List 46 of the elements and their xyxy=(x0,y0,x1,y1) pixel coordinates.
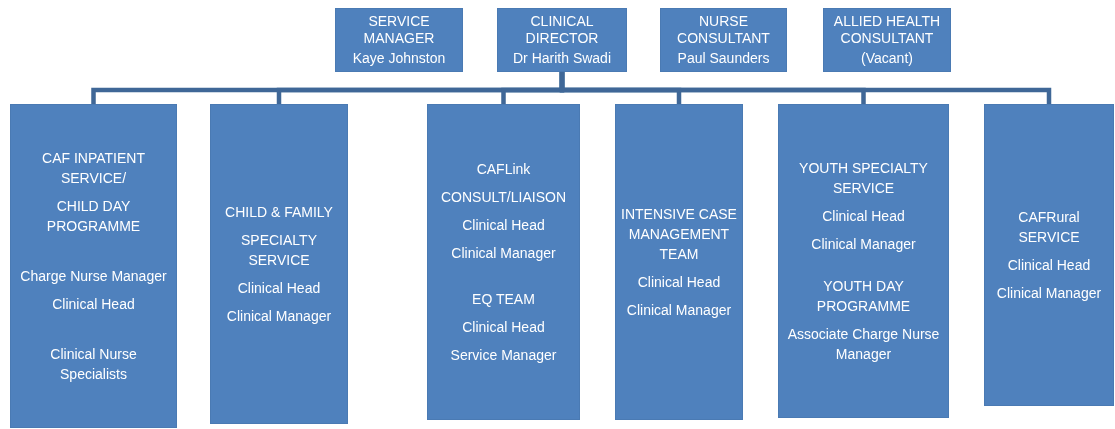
box-text: YOUTH SPECIALTY SERVICE xyxy=(798,159,929,198)
box-text: Clinical Head xyxy=(52,295,135,314)
connector-line xyxy=(559,72,1052,104)
box-text: Clinical Manager xyxy=(626,301,732,320)
box-text: CAF INPATIENT SERVICE/ xyxy=(41,149,146,188)
box-text: SPECIALTY SERVICE xyxy=(240,231,318,270)
org-box xyxy=(778,104,949,418)
box-text: Clinical Head xyxy=(1007,256,1091,275)
box-text: Clinical Head xyxy=(237,279,321,298)
org-box xyxy=(823,8,951,72)
box-text: Clinical Manager xyxy=(451,244,556,263)
box-text: CLINICAL DIRECTOR xyxy=(524,13,600,47)
box-text: EQ TEAM xyxy=(472,290,535,309)
box-text: (Vacant) xyxy=(861,50,913,67)
box-text: Service Manager xyxy=(450,346,557,365)
org-box xyxy=(984,104,1114,406)
box-text: SERVICE MANAGER xyxy=(362,13,436,47)
box-text: CAFRural SERVICE xyxy=(1017,208,1081,247)
org-box xyxy=(615,104,743,420)
box-text: CHILD DAY PROGRAMME xyxy=(45,197,142,236)
box-text: INTENSIVE CASE MANAGEMENT TEAM xyxy=(620,205,738,264)
box-text: Clinical Manager xyxy=(996,284,1102,303)
box-text: Associate Charge Nurse Manager xyxy=(786,325,941,364)
box-text: NURSE CONSULTANT xyxy=(676,13,771,47)
box-text: CAFLink xyxy=(476,160,531,179)
box-text: Clinical Nurse Specialists xyxy=(49,345,138,384)
box-text: Kaye Johnston xyxy=(352,50,446,67)
org-box xyxy=(427,104,580,420)
box-text: ALLIED HEALTH CONSULTANT xyxy=(832,13,942,47)
box-text: Clinical Head xyxy=(462,216,545,235)
box-text: CONSULT/LIAISON xyxy=(441,188,566,207)
box-text: Clinical Head xyxy=(637,273,721,292)
box-text: Charge Nurse Manager xyxy=(20,267,167,286)
org-box xyxy=(497,8,627,72)
box-text: Clinical Head xyxy=(822,207,905,226)
box-text: Clinical Manager xyxy=(226,307,332,326)
box-text: Clinical Head xyxy=(462,318,545,337)
org-box xyxy=(10,104,177,428)
org-box xyxy=(660,8,787,72)
org-box xyxy=(335,8,463,72)
box-text: YOUTH DAY PROGRAMME xyxy=(815,277,912,316)
box-text: Dr Harith Swadi xyxy=(513,50,611,67)
box-text: Clinical Manager xyxy=(811,235,916,254)
box-text: Paul Saunders xyxy=(677,50,770,67)
org-box xyxy=(210,104,348,424)
box-text: CHILD & FAMILY xyxy=(225,203,333,222)
